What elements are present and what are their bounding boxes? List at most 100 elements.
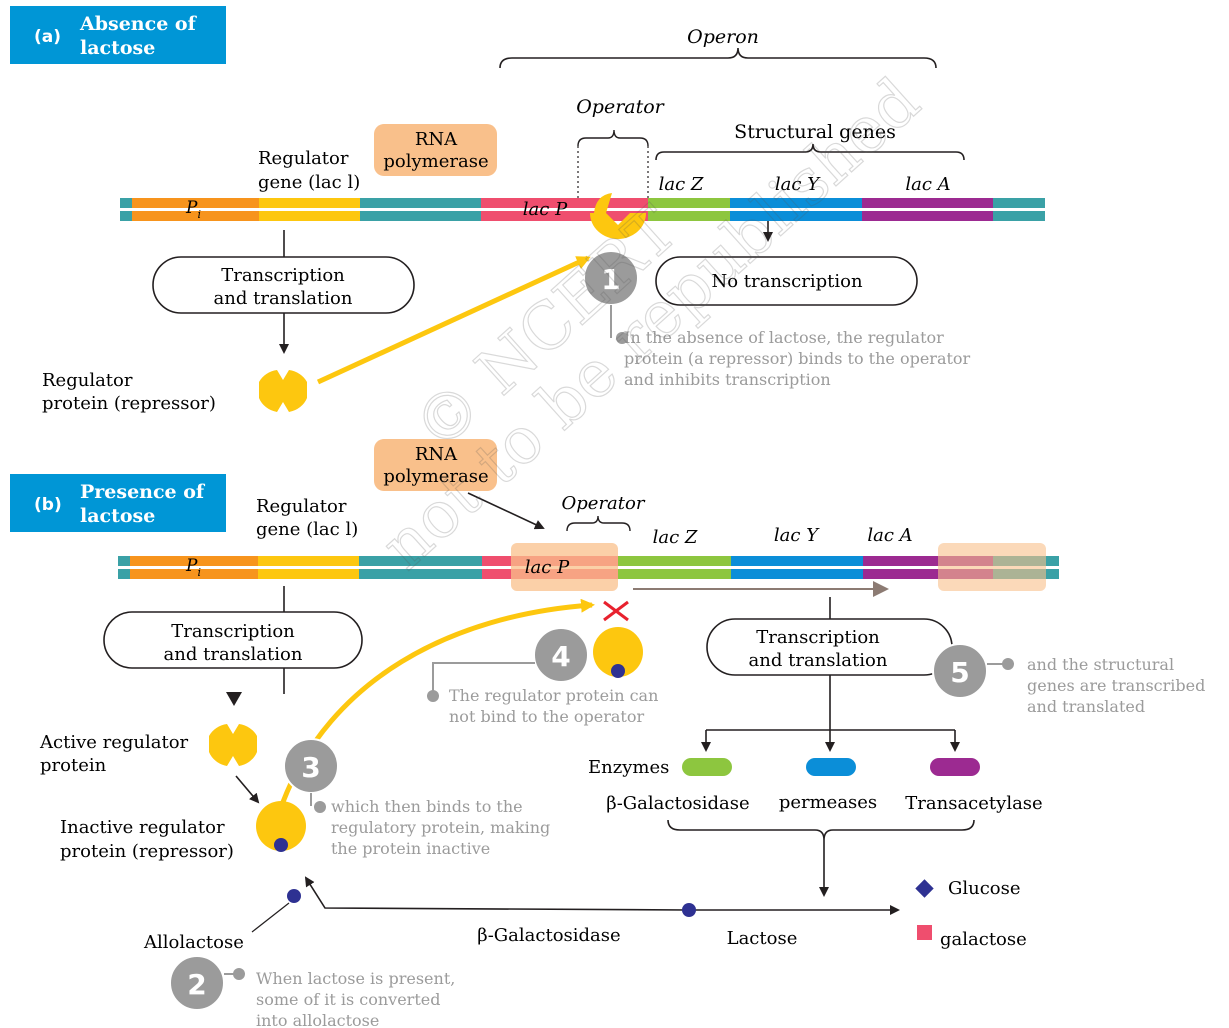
lac-y-label-b: lac Y: [774, 525, 820, 546]
enzymes-brace: [667, 819, 975, 841]
enzymes-label: Enzymes: [588, 757, 669, 778]
lac-p-label-b: lac P: [525, 557, 570, 578]
step-3-number: 3: [301, 751, 320, 784]
lac-a-label-b: lac A: [867, 525, 912, 546]
step-1-dot: [616, 332, 628, 344]
pi-label-b: Pi: [185, 556, 201, 579]
yellow-arrow-a: [316, 255, 591, 385]
note-5-line1: and the structural: [1027, 655, 1174, 674]
rna-polymerase-a: [374, 124, 497, 176]
operator-label-a: Operator: [576, 96, 665, 118]
allolactose-label: Allolactose: [143, 932, 244, 953]
enzyme-2-label: permeases: [779, 792, 877, 813]
allolactose-bound-inactive: [274, 838, 288, 852]
step-4-badge: [533, 627, 589, 683]
rna-polymerase-a-line2: polymerase: [383, 151, 488, 172]
step-4-connector: [432, 662, 535, 695]
step-5-number: 5: [950, 656, 969, 689]
operator-brace-a: [577, 129, 649, 147]
transcription-b-left-line1: Transcription: [171, 621, 295, 642]
allolactose-leader: [251, 902, 290, 933]
active-regulator-line2: protein: [40, 755, 107, 776]
inactive-regulator-line1: Inactive regulator: [60, 817, 225, 838]
lac-y-label-a: lac Y: [775, 174, 821, 195]
note-5-line2: genes are transcribed: [1027, 676, 1205, 695]
arrowhead-to-active-regulator: [226, 692, 242, 706]
note-1-line2: protein (a repressor) binds to the opera…: [624, 349, 971, 368]
arrow-rna-pol-to-lac-p: [467, 492, 545, 530]
step-3-dot: [314, 801, 326, 813]
repressor-free-a: [259, 370, 307, 412]
regulator-gene-b-line1: Regulator: [256, 496, 347, 517]
note-1-line3: and inhibits transcription: [624, 370, 831, 389]
allolactose-bound-operator: [611, 664, 625, 678]
panel-b-tag: (b): [34, 495, 62, 515]
step-2-dot: [233, 968, 245, 980]
no-transcription-pill: [655, 256, 918, 306]
structural-genes-label: Structural genes: [734, 121, 896, 143]
operator-label-b: Operator: [562, 493, 646, 514]
allolactose-molecule: [287, 889, 301, 903]
lac-z-label-a: lac Z: [659, 174, 704, 195]
repressor-bound-operator: [590, 193, 646, 239]
transcription-a-line2: and translation: [214, 288, 353, 309]
rna-polymerase-b-line1: RNA: [415, 444, 458, 465]
dna-strand-b: [118, 543, 1059, 591]
note-4-line2: not bind to the operator: [449, 707, 644, 726]
repressor-active-b: [209, 724, 257, 766]
transcription-a-line1: Transcription: [221, 265, 345, 286]
panel-b-title-line1: Presence of: [80, 481, 206, 503]
transcription-b-left-line2: and translation: [164, 644, 303, 665]
panel-a-title-line2: lactose: [80, 37, 155, 59]
enzyme-pill-permease: [806, 758, 856, 776]
transcription-b-right-line2: and translation: [749, 650, 888, 671]
enzyme-pill-galactosidase: [682, 758, 732, 776]
lac-a-label-a: lac A: [905, 174, 950, 195]
regulator-protein-a-line2: protein (repressor): [42, 393, 216, 414]
operon-label: Operon: [687, 26, 759, 48]
operon-brace: [499, 47, 937, 69]
transcription-b-right-line1: Transcription: [756, 627, 880, 648]
inactive-regulator-line2: protein (repressor): [60, 841, 234, 862]
enzyme-pill-transacetylase: [930, 758, 980, 776]
note-3-line2: regulatory protein, making: [331, 818, 550, 837]
step-1-number: 1: [601, 263, 620, 296]
lac-z-label-b: lac Z: [653, 527, 698, 548]
enzyme-3-label: Transacetylase: [905, 793, 1042, 814]
no-transcription-label: No transcription: [711, 271, 863, 292]
step-5-badge: [932, 643, 988, 699]
rna-polymerase-b-line2: polymerase: [383, 466, 488, 487]
step-5-dot: [1002, 658, 1014, 670]
operator-brace-b: [566, 515, 631, 532]
lactose-label: Lactose: [727, 928, 798, 949]
galactose-label: galactose: [940, 929, 1027, 950]
note-4-line1: The regulator protein can: [449, 686, 658, 705]
note-2-line2: some of it is converted: [256, 990, 440, 1009]
step-2-number: 2: [187, 968, 206, 1001]
regulator-gene-a-line1: Regulator: [258, 148, 349, 169]
regulator-protein-a-line1: Regulator: [42, 370, 133, 391]
note-5-line3: and translated: [1027, 697, 1145, 716]
lac-p-label-a: lac P: [523, 199, 568, 220]
regulator-gene-a-line2: gene (lac l): [258, 172, 360, 193]
note-2-line3: into allolactose: [256, 1011, 379, 1028]
repressor-inactive-operator: [593, 627, 643, 677]
glucose-label: Glucose: [948, 878, 1021, 899]
pi-label-a: Pi: [185, 198, 201, 221]
repressor-inactive-b: [256, 801, 306, 851]
note-3-line3: the protein inactive: [331, 839, 490, 858]
glucose-icon: [915, 879, 934, 898]
active-regulator-line1: Active regulator: [39, 732, 189, 753]
rna-polymerase-ghost-end: [938, 543, 1046, 591]
structural-genes-brace: [655, 143, 965, 161]
panel-b: (b) Presence of lactose RNA polymerase O…: [10, 439, 1205, 1028]
lactose-pathway-arrow: [304, 876, 689, 911]
panel-a-tag: (a): [34, 27, 61, 47]
lactose-molecule: [682, 903, 696, 917]
dna-strand-a: [120, 198, 1045, 221]
rna-polymerase-a-line1: RNA: [415, 129, 458, 150]
panel-a-title-line1: Absence of: [79, 13, 198, 35]
note-3-line1: which then binds to the: [331, 797, 523, 816]
step-4-dot: [427, 690, 439, 702]
